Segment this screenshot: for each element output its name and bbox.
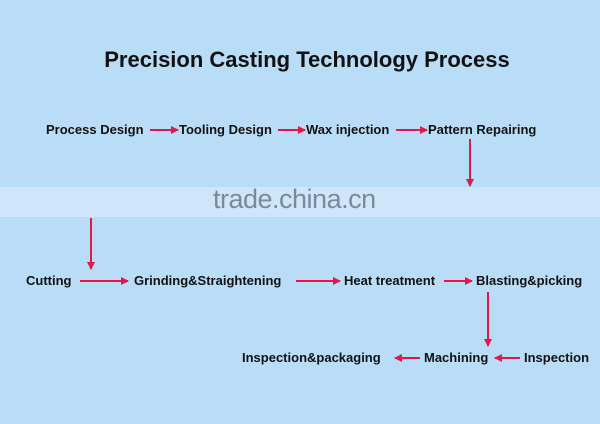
step-blasting-picking: Blasting&picking	[476, 273, 583, 288]
step-cutting: Cutting	[26, 273, 72, 288]
step-grinding-straightening: Grinding&Straightening	[134, 273, 282, 288]
step-wax-injection: Wax injection	[306, 122, 390, 137]
watermark-band	[0, 187, 600, 217]
step-tooling-design: Tooling Design	[179, 122, 272, 137]
diagram-title: Precision Casting Technology Process	[104, 47, 510, 72]
step-heat-treatment: Heat treatment	[344, 273, 436, 288]
step-inspection: Inspection	[524, 350, 590, 365]
step-inspection-packaging: Inspection&packaging	[242, 350, 381, 365]
step-pattern-repairing: Pattern Repairing	[428, 122, 537, 137]
watermark: trade.china.cn	[213, 184, 376, 214]
step-machining: Machining	[424, 350, 489, 365]
step-process-design: Process Design	[46, 122, 144, 137]
